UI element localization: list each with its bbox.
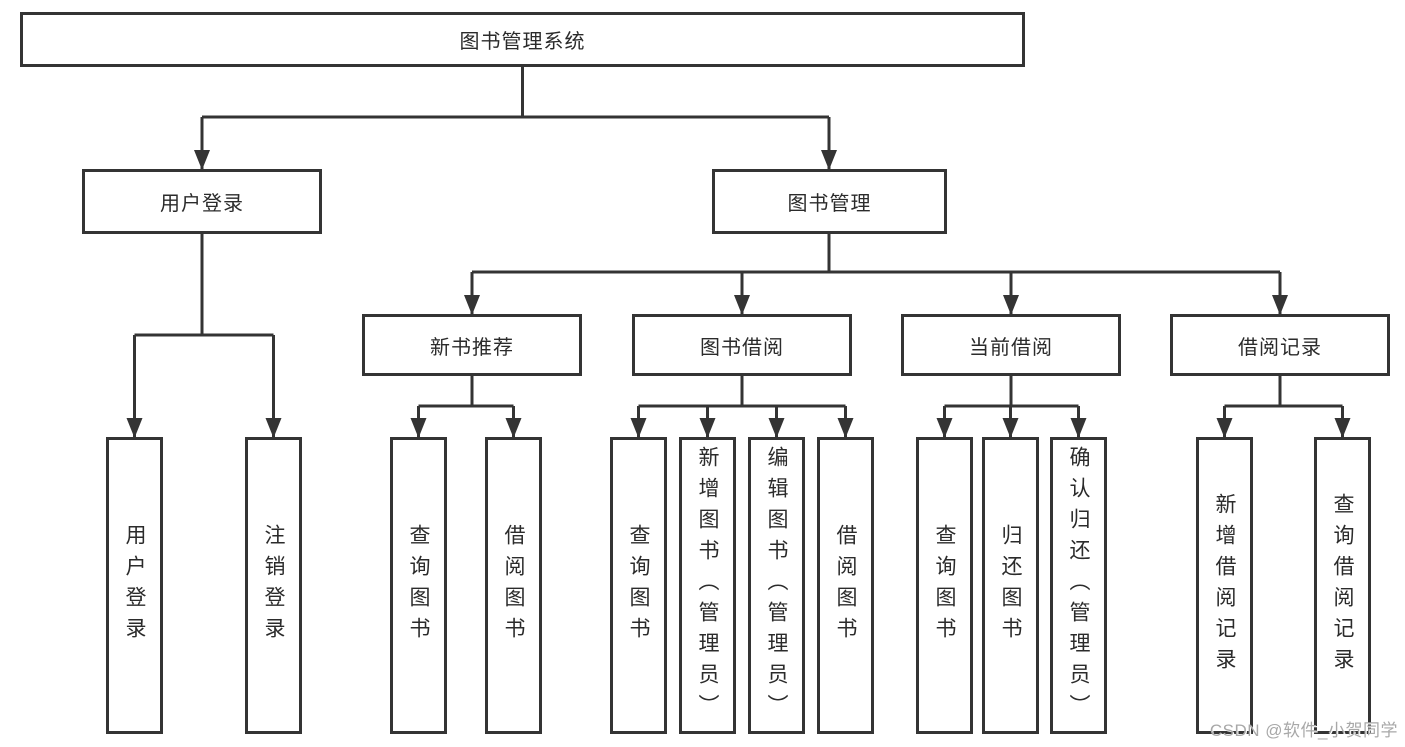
connector-user-login-branch — [126, 234, 282, 438]
leaf-edit-book-admin: 编辑图书（管理员） — [748, 437, 805, 734]
connector-root-to-level2 — [194, 67, 837, 170]
node-label: 借阅记录 — [1238, 336, 1322, 359]
node-label: 归还图书 — [999, 523, 1022, 648]
node-borrow-records: 借阅记录 — [1170, 314, 1390, 376]
leaf-add-borrow-record: 新增借阅记录 — [1196, 437, 1253, 734]
connector-borrow-records-branch — [1216, 376, 1351, 438]
connector-new-book-branch — [410, 376, 522, 438]
connector-current-borrow-branch — [936, 376, 1087, 438]
node-label: 查询借阅记录 — [1331, 492, 1354, 679]
leaf-user-login: 用户登录 — [106, 437, 163, 734]
leaf-logout: 注销登录 — [245, 437, 302, 734]
leaf-return-book: 归还图书 — [982, 437, 1039, 734]
node-label: 查询图书 — [933, 523, 956, 648]
csdn-watermark: CSDN @软件_小贺同学 — [1209, 721, 1398, 740]
leaf-confirm-return-admin: 确认归还（管理员） — [1050, 437, 1107, 734]
leaf-add-book-admin: 新增图书（管理员） — [679, 437, 736, 734]
node-label: 借阅图书 — [502, 523, 525, 648]
node-label: 当前借阅 — [969, 336, 1053, 359]
leaf-query-borrow-record: 查询借阅记录 — [1314, 437, 1371, 734]
leaf-query-books-recommend: 查询图书 — [390, 437, 447, 734]
node-book-management-system: 图书管理系统 — [20, 12, 1025, 67]
leaf-query-books-borrow: 查询图书 — [610, 437, 667, 734]
leaf-query-books-current: 查询图书 — [916, 437, 973, 734]
node-book-management: 图书管理 — [712, 169, 947, 234]
node-label: 用户登录 — [160, 193, 244, 215]
node-new-book-recommend: 新书推荐 — [362, 314, 582, 376]
node-label: 查询图书 — [627, 523, 650, 648]
node-book-borrow: 图书借阅 — [632, 314, 852, 376]
node-label: 新增图书（管理员） — [696, 446, 719, 725]
node-label: 图书管理 — [787, 193, 872, 215]
node-label: 新书推荐 — [430, 336, 514, 359]
node-label: 图书借阅 — [700, 336, 784, 359]
leaf-borrow-books: 借阅图书 — [817, 437, 874, 734]
node-label: 新增借阅记录 — [1213, 492, 1236, 679]
connector-book-management-branch — [464, 234, 1288, 315]
node-label: 确认归还（管理员） — [1067, 446, 1090, 725]
node-current-borrow: 当前借阅 — [901, 314, 1121, 376]
node-label: 编辑图书（管理员） — [765, 446, 788, 725]
node-label: 借阅图书 — [834, 523, 857, 648]
node-label: 用户登录 — [123, 523, 146, 648]
connector-book-borrow-branch — [630, 376, 854, 438]
node-label: 查询图书 — [407, 523, 430, 648]
node-label: 图书管理系统 — [459, 31, 586, 53]
node-user-login: 用户登录 — [82, 169, 322, 234]
leaf-borrow-books-recommend: 借阅图书 — [485, 437, 542, 734]
node-label: 注销登录 — [262, 523, 285, 648]
